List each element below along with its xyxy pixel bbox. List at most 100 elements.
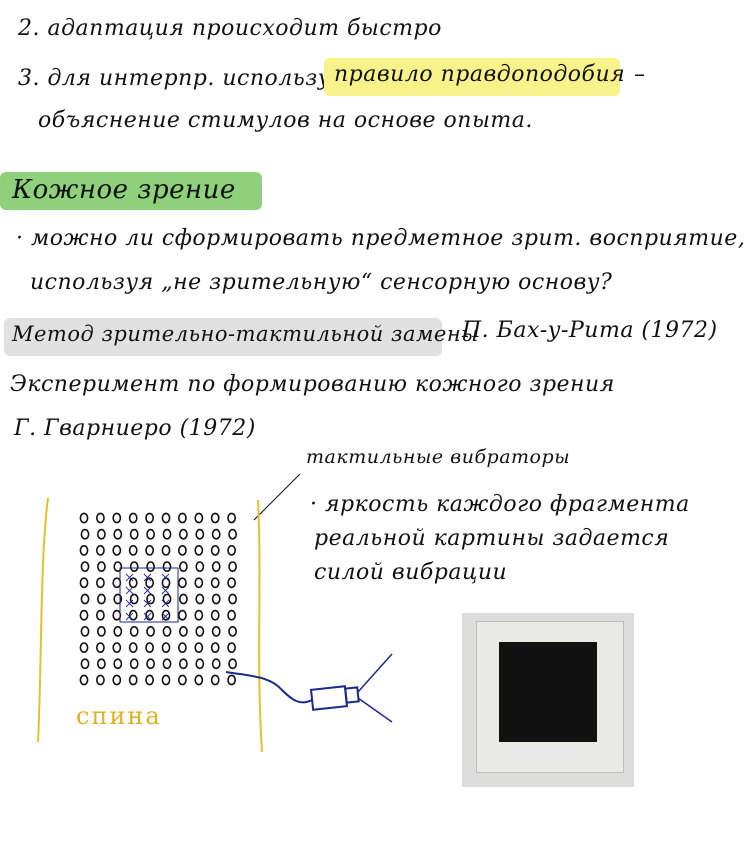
vibrator-dot	[194, 642, 204, 653]
fragment-mark	[161, 573, 170, 582]
vibrator-dot	[178, 561, 188, 572]
vibrator-dot	[177, 674, 187, 686]
vibrator-dot	[145, 674, 154, 686]
vibrator-dot	[112, 577, 122, 589]
vibrator-dot	[146, 626, 155, 637]
experiment-author: Г. Гварниеро (1972)	[14, 416, 256, 441]
vibrator-dot	[129, 593, 139, 605]
vibrator-dot	[113, 593, 123, 605]
vibrator-dot	[129, 626, 139, 637]
vibrator-dot	[211, 561, 221, 572]
vibrator-dot	[194, 512, 204, 524]
vibrator-dot	[112, 674, 122, 686]
vibrator-dot	[146, 658, 155, 670]
fragment-mark	[143, 573, 152, 582]
vibrator-dot	[113, 528, 123, 540]
camera-lens-icon	[344, 686, 360, 704]
vibrator-dot	[80, 626, 90, 637]
vibrator-dot	[128, 642, 138, 653]
note-line-2: 2. адаптация происходит быстро	[18, 16, 442, 41]
heading-2-author: П. Бах-у-Рита (1972)	[462, 318, 718, 343]
vibrator-dot	[210, 609, 220, 621]
fragment-mark	[143, 599, 152, 608]
vibrator-dot	[161, 674, 171, 686]
vibrator-dot	[96, 674, 105, 686]
vibrator-dot	[177, 609, 187, 621]
vibrator-dot	[129, 528, 139, 540]
vibrator-dot	[178, 658, 188, 670]
vibrator-dot	[96, 609, 105, 621]
vibrator-dot	[210, 512, 220, 524]
vibrator-drawing	[37, 473, 393, 753]
vibrator-dot	[80, 658, 90, 670]
vibrator-dot	[145, 577, 154, 589]
vibrator-dot	[177, 642, 187, 653]
vibrator-dot	[96, 577, 105, 589]
vibrator-dot	[97, 528, 106, 540]
fragment-mark	[143, 586, 152, 595]
vibrator-dot	[128, 545, 138, 556]
camera-cable	[225, 671, 313, 704]
vibrator-dot	[112, 609, 122, 621]
view-cone-bottom	[357, 697, 393, 723]
vibrator-dot	[146, 528, 155, 540]
vibrator-dot	[194, 545, 204, 556]
vibrator-dot	[112, 545, 122, 556]
vibrator-dot	[97, 561, 106, 572]
vibrator-dot	[162, 561, 172, 572]
fragment-mark	[125, 612, 134, 621]
vibrator-dot	[177, 577, 187, 589]
fragment-marks	[125, 573, 170, 621]
vibrator-dot	[227, 674, 236, 686]
vibrator-dot	[194, 609, 204, 621]
vibrator-dot	[228, 626, 237, 637]
vibrator-dot	[227, 609, 236, 621]
pointer-line	[253, 473, 301, 521]
note-line-3-dash: –	[634, 62, 646, 87]
vibrator-dot	[129, 658, 139, 670]
vibrator-dot	[112, 512, 122, 524]
vibrator-dot	[177, 512, 187, 524]
vibrator-dot	[79, 577, 89, 589]
vibrator-dot	[210, 642, 220, 653]
vibrator-dot	[178, 593, 188, 605]
vibrator-dot	[210, 674, 220, 686]
vibrator-dot	[80, 561, 90, 572]
vibrator-dot	[161, 642, 171, 653]
vibrator-dot	[80, 593, 90, 605]
note-line-3-highlight: правило правдоподобия	[334, 62, 626, 87]
label-tactile-vibrators: тактильные вибраторы	[306, 446, 571, 468]
vibrator-dot	[227, 577, 236, 589]
fragment-mark	[161, 586, 170, 595]
vibrator-dot	[145, 545, 154, 556]
vibrator-dot	[161, 545, 171, 556]
vibrator-dot	[162, 593, 172, 605]
vibrator-dot	[195, 528, 205, 540]
vibrator-dot	[195, 561, 205, 572]
vibrator-grid	[79, 512, 237, 686]
vibrator-dot	[146, 593, 155, 605]
vibrator-dot	[210, 577, 220, 589]
fragment-mark	[125, 586, 134, 595]
vibrator-dot	[162, 658, 172, 670]
heading-skin-vision: Кожное зрение	[12, 175, 236, 205]
vibrator-dot	[145, 512, 154, 524]
vibrator-dot	[113, 658, 123, 670]
vibrator-dot	[112, 642, 122, 653]
vibrator-dot	[211, 593, 221, 605]
vibrator-dot	[228, 561, 237, 572]
vibrator-dot	[161, 512, 171, 524]
vibrator-dot	[128, 609, 138, 621]
bullet-2-line-b: реальной картины задается	[314, 526, 670, 551]
vibrator-dot	[195, 593, 205, 605]
vibrator-dot	[79, 609, 89, 621]
note-line-3-cont: объяснение стимулов на основе опыта.	[38, 108, 533, 133]
back-left-line	[37, 497, 49, 743]
black-square	[499, 642, 597, 742]
image-fragment-box	[119, 567, 179, 623]
highlight-gray	[4, 318, 442, 356]
vibrator-dot	[113, 626, 123, 637]
experiment-title: Эксперимент по формированию кожного зрен…	[10, 372, 615, 397]
vibrator-dot	[113, 561, 123, 572]
vibrator-dot	[128, 674, 138, 686]
